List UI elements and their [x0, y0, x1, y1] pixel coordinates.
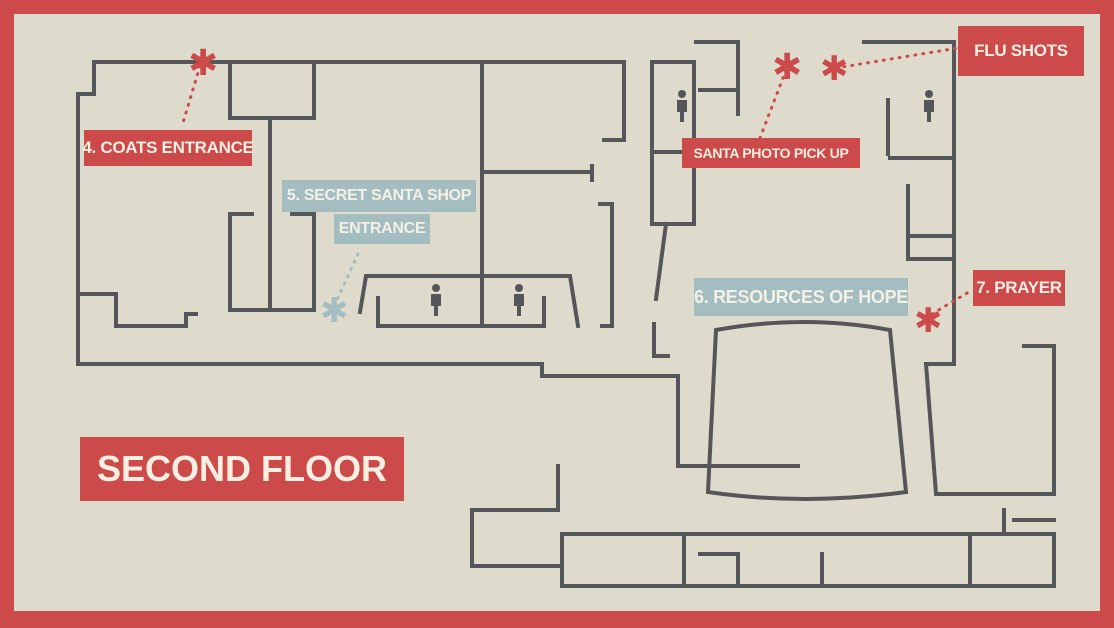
- restroom-icon-4: [514, 284, 524, 316]
- leader-flu: [834, 46, 960, 70]
- wall-bottom-left: [470, 464, 564, 568]
- santa-photo-label: SANTA PHOTO PICK UP: [682, 138, 860, 168]
- walls: [76, 40, 1056, 588]
- auditorium: [705, 320, 909, 501]
- wall-coats-room: [228, 60, 316, 120]
- asterisk-icon: ✱: [320, 291, 349, 331]
- restroom-icons: [431, 90, 934, 316]
- coats-entrance-label: 4. COATS ENTRANCE: [82, 130, 254, 166]
- asterisk-icon: ✱: [772, 47, 803, 88]
- leader-prayer: [930, 288, 974, 316]
- wall-mid-stub: [652, 322, 670, 358]
- asterisk-icon: ✱: [914, 301, 943, 341]
- wall-right-inner-2: [906, 184, 956, 261]
- floor-title: SECOND FLOOR: [80, 437, 404, 501]
- restroom-icon-1: [677, 90, 687, 122]
- secret-santa-entrance-label: ENTRANCE: [334, 214, 430, 244]
- wall-room-a: [228, 212, 254, 312]
- wall-restroom-floor: [376, 296, 546, 328]
- leader-lines: [180, 46, 974, 316]
- wall-top-center: [694, 40, 740, 116]
- restroom-icon-3: [431, 284, 441, 316]
- leader-coats: [180, 64, 202, 128]
- wall-left-bottom: [76, 292, 800, 468]
- asterisk-icon: ✱: [820, 49, 849, 89]
- secret-santa-shop-label: 5. SECRET SANTA SHOP: [282, 180, 476, 212]
- map-frame: ✱ ✱ ✱ ✱ ✱ 4. COATS ENTRANCE 5. SECRET SA…: [14, 14, 1100, 611]
- prayer-label: 7. PRAYER: [973, 270, 1065, 306]
- wall-bottom-main: [560, 532, 1056, 588]
- floor-plan: [76, 40, 1056, 588]
- wall-right-a: [598, 202, 614, 328]
- restroom-icon-2: [924, 90, 934, 122]
- wall-mid-top: [650, 60, 696, 226]
- flu-shots-label: FLU SHOTS: [958, 26, 1084, 76]
- resources-of-hope-label: 6. RESOURCES OF HOPE: [694, 278, 908, 316]
- wall-mid-lower: [653, 221, 669, 302]
- wall-left-side: [76, 60, 198, 328]
- wall-left-outer: [92, 60, 626, 142]
- asterisk-icon: ✱: [188, 43, 219, 84]
- wall-restroom-block: [357, 274, 581, 329]
- wall-bottom-room: [1002, 508, 1056, 536]
- wall-room-b: [228, 212, 316, 312]
- leader-santa-shop: [334, 252, 360, 304]
- wall-right-top: [862, 40, 1056, 496]
